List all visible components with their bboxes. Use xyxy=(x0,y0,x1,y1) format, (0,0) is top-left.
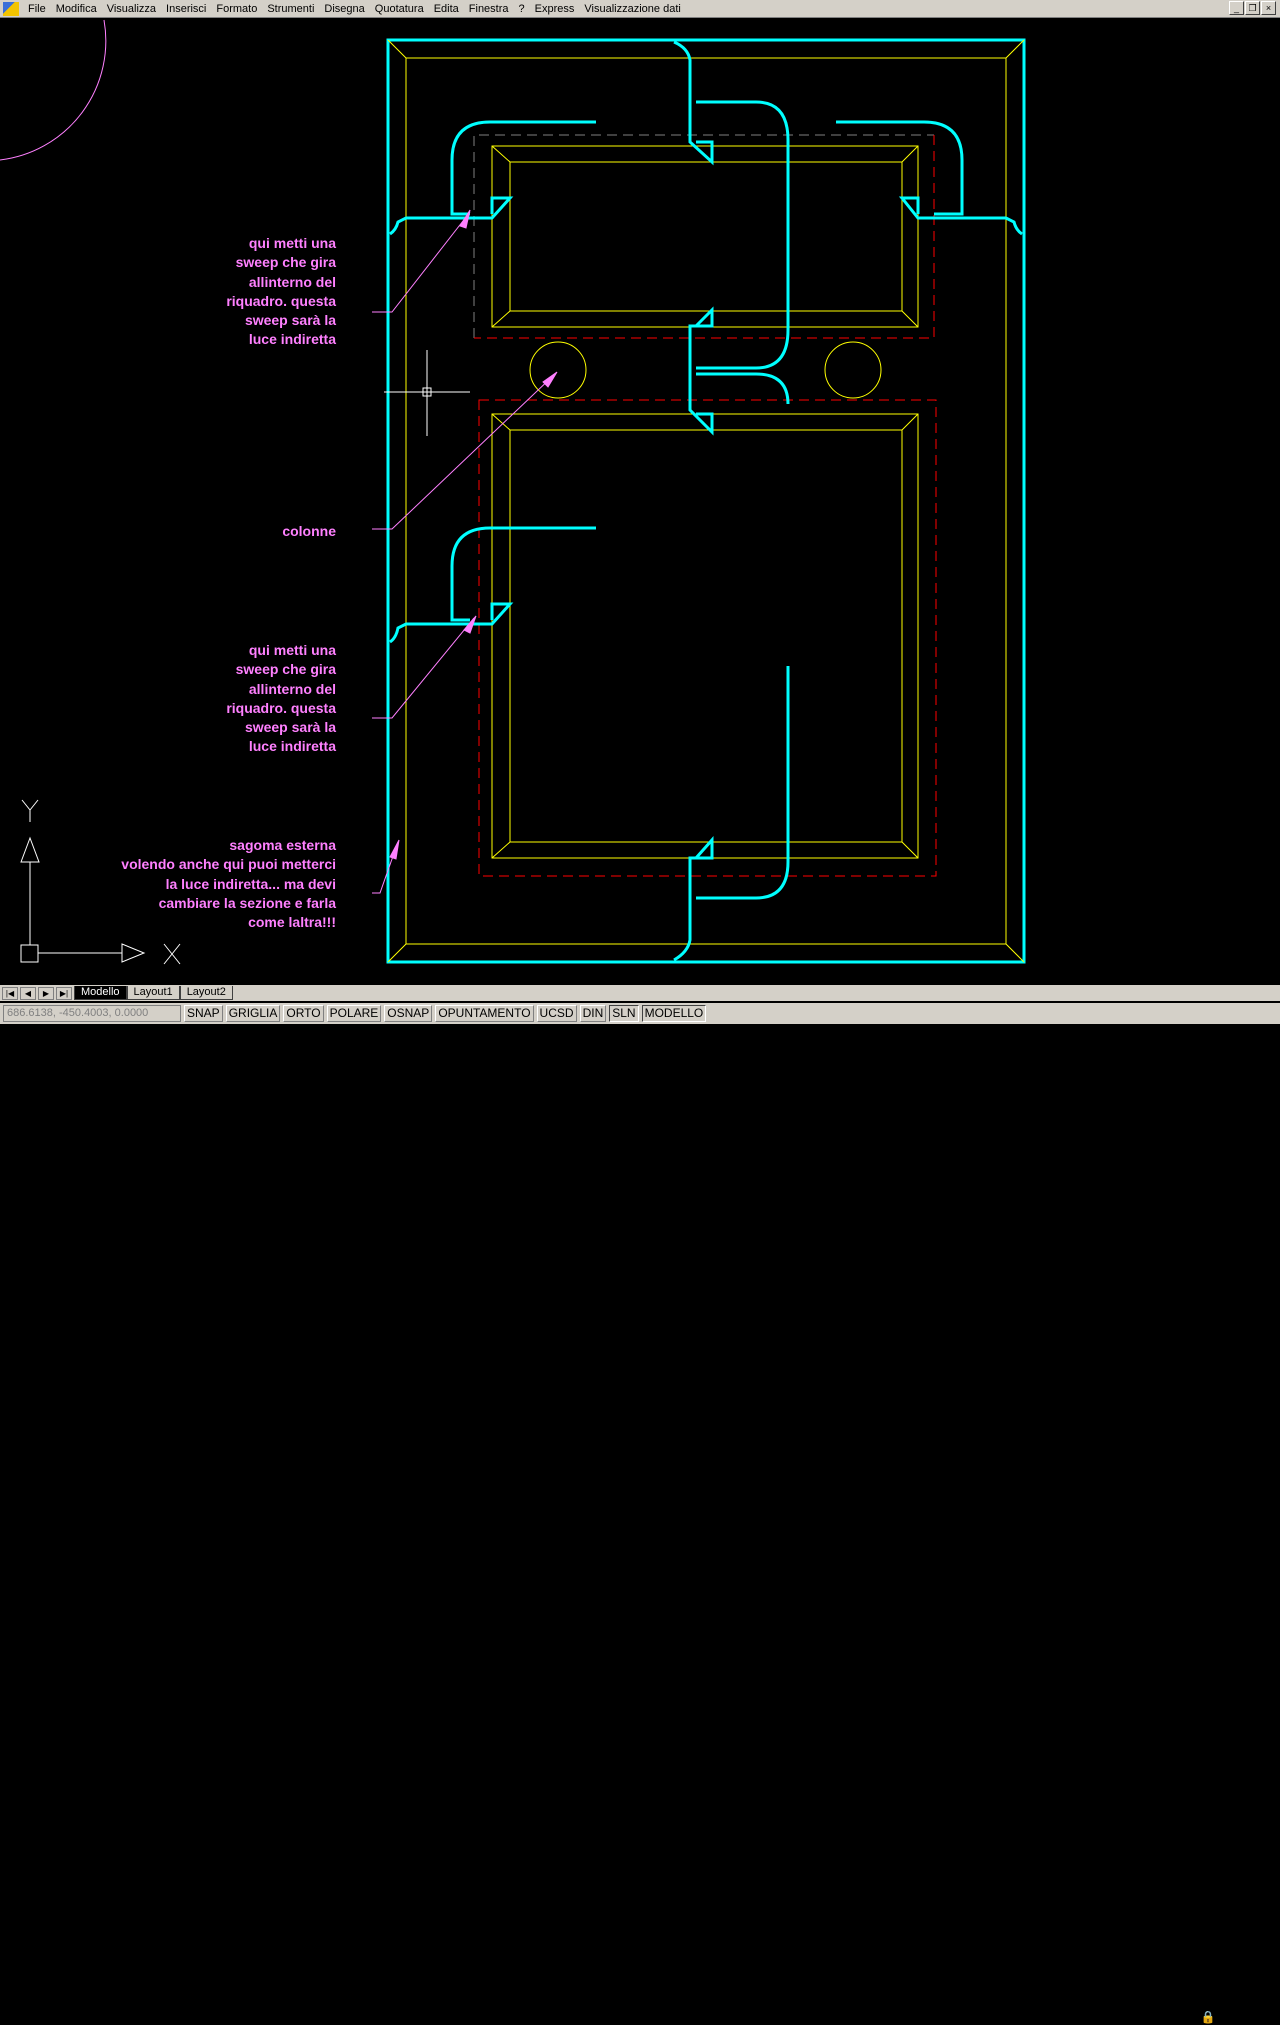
coordinates-readout: 686.6138, -450.4003, 0.0000 xyxy=(3,1005,181,1022)
yellow-frames xyxy=(387,39,1025,963)
layout-tabs: |◀ ◀ ▶ ▶| Modello Layout1 Layout2 xyxy=(0,985,1280,1001)
menu-strumenti[interactable]: Strumenti xyxy=(267,2,315,15)
annotation-colonne: colonne xyxy=(282,523,336,539)
status-bar: 686.6138, -450.4003, 0.0000 SNAP GRIGLIA… xyxy=(0,1003,1280,2024)
lock-icon[interactable]: 🔒 xyxy=(1200,2010,1216,2024)
app-icon[interactable] xyxy=(3,1,19,16)
ucs-icon xyxy=(20,799,181,965)
menu-help[interactable]: ? xyxy=(518,2,525,15)
menu-finestra[interactable]: Finestra xyxy=(468,2,509,15)
tab-next-button[interactable]: ▶ xyxy=(38,986,54,1000)
osnap-toggle[interactable]: OSNAP xyxy=(384,1005,433,1022)
drawing-canvas[interactable]: qui metti una sweep che gira allinterno … xyxy=(0,19,1280,985)
cad-standards-icon[interactable]: ✔ xyxy=(1222,2010,1234,2024)
menu-inserisci[interactable]: Inserisci xyxy=(166,2,207,15)
dashed-outlines xyxy=(473,134,937,877)
column-left xyxy=(529,341,587,399)
clean-screen-icon[interactable]: ▢ xyxy=(1262,2010,1274,2024)
polare-toggle[interactable]: POLARE xyxy=(326,1005,382,1022)
arc xyxy=(0,19,107,161)
din-toggle[interactable]: DIN xyxy=(579,1005,607,1022)
status-tray: ⚙ 🔒 ✔ ▾ ▢ xyxy=(1180,2009,1276,2025)
menu-file[interactable]: File xyxy=(28,2,46,15)
leaders xyxy=(372,209,558,894)
tab-modello[interactable]: Modello xyxy=(74,986,127,1000)
opuntamento-toggle[interactable]: OPUNTAMENTO xyxy=(435,1005,534,1022)
menu-visualizzazione-dati[interactable]: Visualizzazione dati xyxy=(584,2,681,15)
minimize-button[interactable]: _ xyxy=(1229,1,1244,15)
menu-formato[interactable]: Formato xyxy=(216,2,258,15)
annotation-sagoma: sagoma esterna volendo anche qui puoi me… xyxy=(121,837,336,931)
tab-layout1[interactable]: Layout1 xyxy=(126,986,180,1000)
close-button[interactable]: × xyxy=(1261,1,1276,15)
orto-toggle[interactable]: ORTO xyxy=(283,1005,324,1022)
menu-disegna[interactable]: Disegna xyxy=(324,2,365,15)
griglia-toggle[interactable]: GRIGLIA xyxy=(225,1005,281,1022)
outer-frame xyxy=(386,38,1026,964)
menu-visualizza[interactable]: Visualizza xyxy=(106,2,157,15)
column-right xyxy=(824,341,882,399)
menu-express[interactable]: Express xyxy=(534,2,575,15)
communication-icon[interactable]: ⚙ xyxy=(1182,2010,1194,2024)
tab-first-button[interactable]: |◀ xyxy=(2,986,18,1000)
sln-toggle[interactable]: SLN xyxy=(609,1005,639,1022)
menu-modifica[interactable]: Modifica xyxy=(55,2,97,15)
tab-prev-button[interactable]: ◀ xyxy=(20,986,36,1000)
annotation-sweep-top: qui metti una sweep che gira allinterno … xyxy=(226,235,336,348)
restore-button[interactable]: ❐ xyxy=(1245,1,1260,15)
tab-layout2[interactable]: Layout2 xyxy=(179,986,233,1000)
modello-toggle[interactable]: MODELLO xyxy=(641,1005,707,1022)
sweep-profiles xyxy=(389,40,1023,962)
snap-toggle[interactable]: SNAP xyxy=(184,1005,223,1022)
menu-edita[interactable]: Edita xyxy=(433,2,459,15)
annotation-sweep-bottom: qui metti una sweep che gira allinterno … xyxy=(226,642,336,755)
status-menu-arrow-icon[interactable]: ▾ xyxy=(1244,2010,1252,2024)
drawing xyxy=(0,19,1026,965)
crosshair-cursor xyxy=(384,350,470,436)
tab-last-button[interactable]: ▶| xyxy=(56,986,72,1000)
menu-quotatura[interactable]: Quotatura xyxy=(374,2,424,15)
menu-bar: File Modifica Visualizza Inserisci Forma… xyxy=(0,0,1280,18)
ucsd-toggle[interactable]: UCSD xyxy=(536,1005,577,1022)
